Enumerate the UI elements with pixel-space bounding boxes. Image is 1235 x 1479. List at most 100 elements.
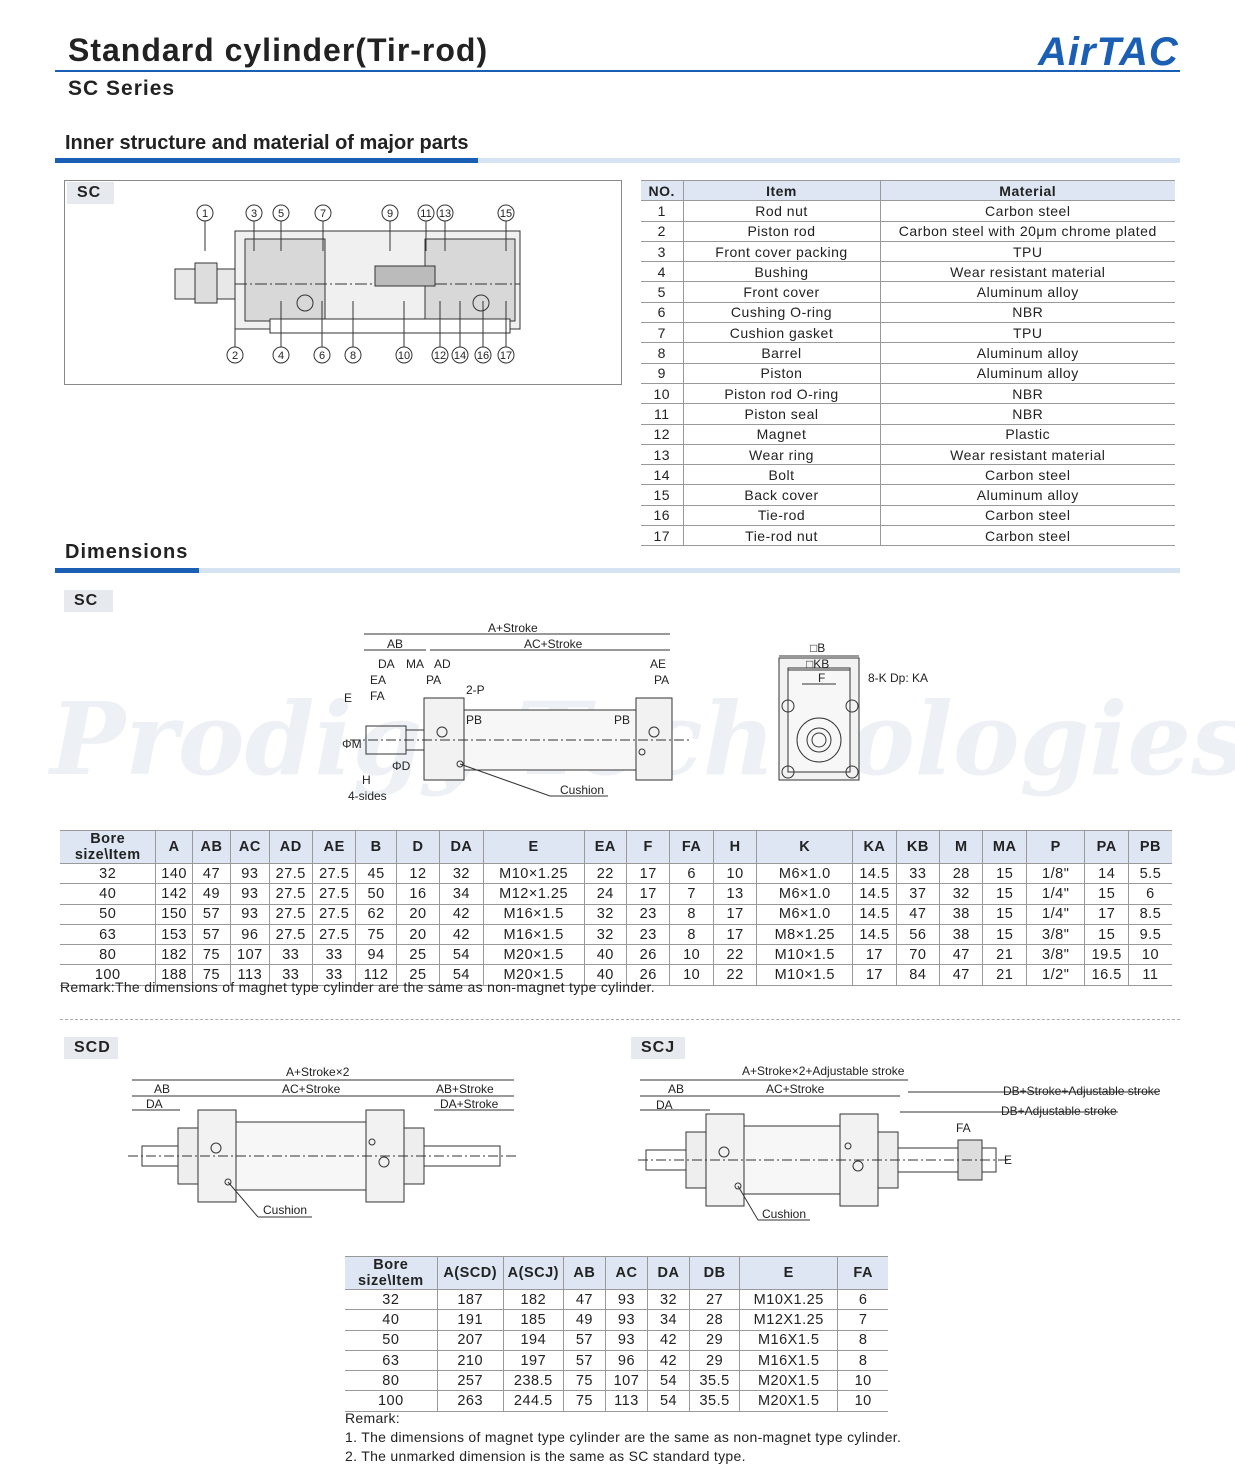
table-cell: 22 <box>583 863 627 885</box>
table-cell: NBR <box>879 383 1175 405</box>
table-cell: 75 <box>355 924 397 946</box>
dim-b: □B <box>810 641 825 655</box>
dim-f: F <box>818 671 825 685</box>
table-cell: 49 <box>562 1309 606 1331</box>
table-cell: 47 <box>191 863 231 885</box>
table-cell: 17 <box>1084 904 1129 925</box>
table-cell: 56 <box>895 924 940 946</box>
table-cell: M16×1.5 <box>482 924 585 946</box>
table-cell: M16X1.5 <box>739 1350 838 1372</box>
table-cell: 188 <box>155 964 193 986</box>
table-cell: 27.5 <box>311 904 356 925</box>
table-cell: M12×1.25 <box>482 883 585 905</box>
table-cell: 263 <box>436 1390 504 1412</box>
table-cell: Carbon steel <box>879 464 1175 486</box>
table-cell: 57 <box>562 1330 606 1351</box>
table-cell: 38 <box>939 924 983 946</box>
table-cell: 47 <box>562 1289 606 1311</box>
table-cell: 244.5 <box>502 1390 564 1412</box>
table-cell: Barrel <box>682 342 880 364</box>
table-cell: Carbon steel <box>879 505 1175 527</box>
column-header: PB <box>1127 830 1172 864</box>
table-cell: M20X1.5 <box>739 1390 838 1412</box>
structure-heading: Inner structure and material of major pa… <box>65 132 469 154</box>
table-cell: 19.5 <box>1084 944 1129 966</box>
table-cell: 5 <box>641 281 683 303</box>
column-header: DA <box>439 830 484 864</box>
column-header: E <box>739 1256 838 1290</box>
dim-fa: FA <box>370 689 385 703</box>
table-cell: 238.5 <box>502 1370 564 1392</box>
table-cell: 100 <box>60 964 156 986</box>
cushion-label: Cushion <box>560 783 604 797</box>
table-cell: M20×1.5 <box>482 944 585 966</box>
remark-item: 1. The dimensions of magnet type cylinde… <box>345 1429 902 1445</box>
table-cell: 6 <box>669 863 714 885</box>
table-cell: 63 <box>60 924 156 946</box>
table-cell: 10 <box>712 863 757 885</box>
part-callout: 13 <box>436 204 454 251</box>
table-cell: 33 <box>268 964 313 986</box>
table-cell: 57 <box>191 904 231 925</box>
table-cell: 113 <box>604 1390 648 1412</box>
dim-a-stroke: A+Stroke <box>488 621 538 635</box>
table-cell: Carbon steel <box>879 200 1175 222</box>
table-cell: 32 <box>439 863 484 885</box>
table-cell: 93 <box>230 883 270 905</box>
table-cell: 15 <box>641 484 683 506</box>
table-cell: 34 <box>646 1309 690 1331</box>
table-cell: 15 <box>982 924 1027 946</box>
table-cell: 27.5 <box>311 924 356 946</box>
table-cell: 93 <box>604 1309 648 1331</box>
table-cell: 24 <box>583 883 627 905</box>
table-cell: 8 <box>669 904 714 925</box>
table-cell: 27.5 <box>268 883 313 905</box>
table-cell: 54 <box>439 964 484 986</box>
dim-pb: PB <box>466 713 482 727</box>
table-cell: 33 <box>311 964 356 986</box>
dim-da: DA <box>656 1098 673 1112</box>
table-cell: Back cover <box>682 484 880 506</box>
dashed-divider <box>60 1019 1180 1020</box>
section-bar <box>55 568 1180 573</box>
table-cell: Magnet <box>682 424 880 445</box>
table-cell: 17 <box>641 525 683 547</box>
table-cell: 32 <box>60 863 156 885</box>
callout-number: 14 <box>454 350 466 362</box>
page-title: Standard cylinder(Tir-rod) <box>68 32 489 68</box>
table-cell: 6 <box>837 1289 888 1311</box>
table-cell: 42 <box>439 924 484 946</box>
table-cell: TPU <box>879 241 1175 263</box>
callout-number: 8 <box>350 350 356 362</box>
table-cell: 93 <box>604 1330 648 1351</box>
dim-kb: □KB <box>806 657 829 671</box>
dim-ad: AD <box>434 657 451 671</box>
table-cell: 96 <box>604 1350 648 1372</box>
table-cell: NBR <box>879 302 1175 324</box>
table-cell: 84 <box>895 964 940 986</box>
column-header: DA <box>646 1256 690 1290</box>
table-cell: 33 <box>895 863 940 885</box>
column-header: A <box>155 830 193 864</box>
dim-h: H <box>362 773 371 787</box>
table-cell: M10X1.25 <box>739 1289 838 1311</box>
table-cell: M6×1.0 <box>756 883 853 905</box>
table-cell: 12 <box>641 424 683 445</box>
table-cell: 21 <box>982 964 1027 986</box>
dim-phi-d: ΦD <box>392 759 411 773</box>
dim-phi-m: ΦM <box>342 737 362 751</box>
table-cell: 27 <box>689 1289 740 1311</box>
table-cell: Rod nut <box>682 200 880 222</box>
part-callout: 16 <box>474 301 492 364</box>
table-cell: 4 <box>641 261 683 283</box>
